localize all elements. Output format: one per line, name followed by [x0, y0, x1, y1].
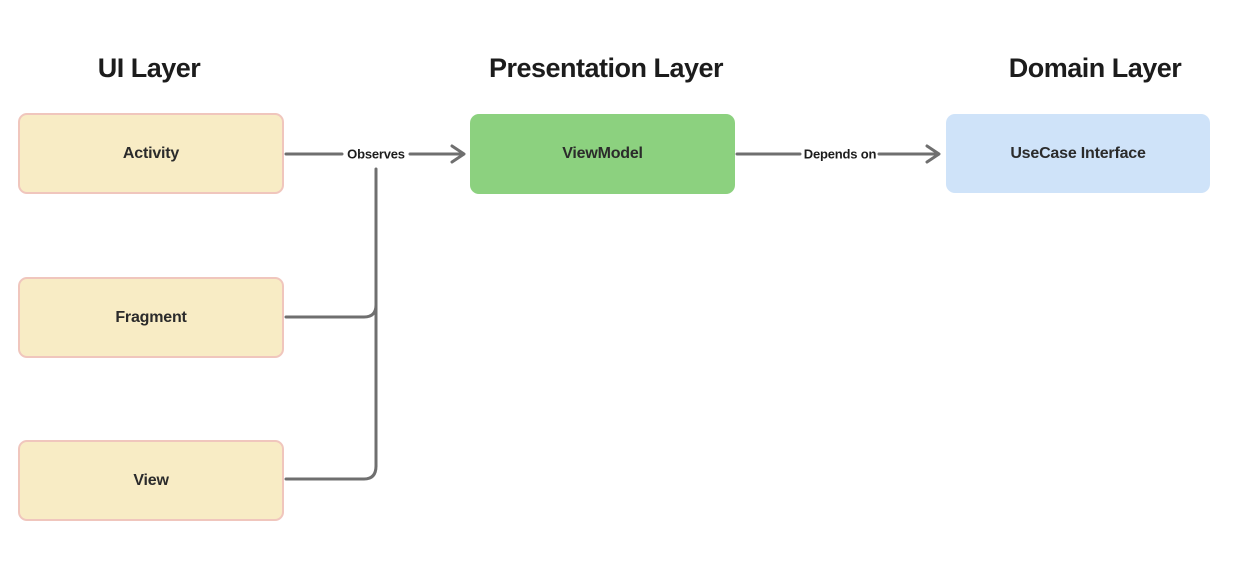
fragment-connector: [284, 303, 378, 319]
activity-node-label: Activity: [122, 144, 180, 162]
usecase-interface-node: UseCase Interface: [946, 114, 1210, 193]
view-node-label: View: [133, 471, 169, 489]
observes-arrowhead: [450, 144, 466, 164]
presentation-layer-title: Presentation Layer: [488, 53, 724, 83]
viewmodel-node-label: ViewModel: [562, 145, 643, 162]
activity-node: Activity: [18, 113, 284, 194]
observes-edge-label: Observes: [347, 146, 405, 162]
ui-layer-title: UI Layer: [97, 53, 201, 83]
domain-layer-title: Domain Layer: [1008, 53, 1182, 83]
view-connector: [284, 464, 378, 481]
depends-arrowhead: [925, 144, 941, 164]
depends-on-edge-label: Depends on: [803, 146, 877, 162]
usecase-interface-node-label: UseCase Interface: [1010, 144, 1146, 162]
fragment-node: Fragment: [18, 277, 284, 358]
view-node: View: [18, 440, 284, 521]
viewmodel-node: ViewModel: [470, 114, 735, 194]
fragment-node-label: Fragment: [115, 308, 187, 326]
